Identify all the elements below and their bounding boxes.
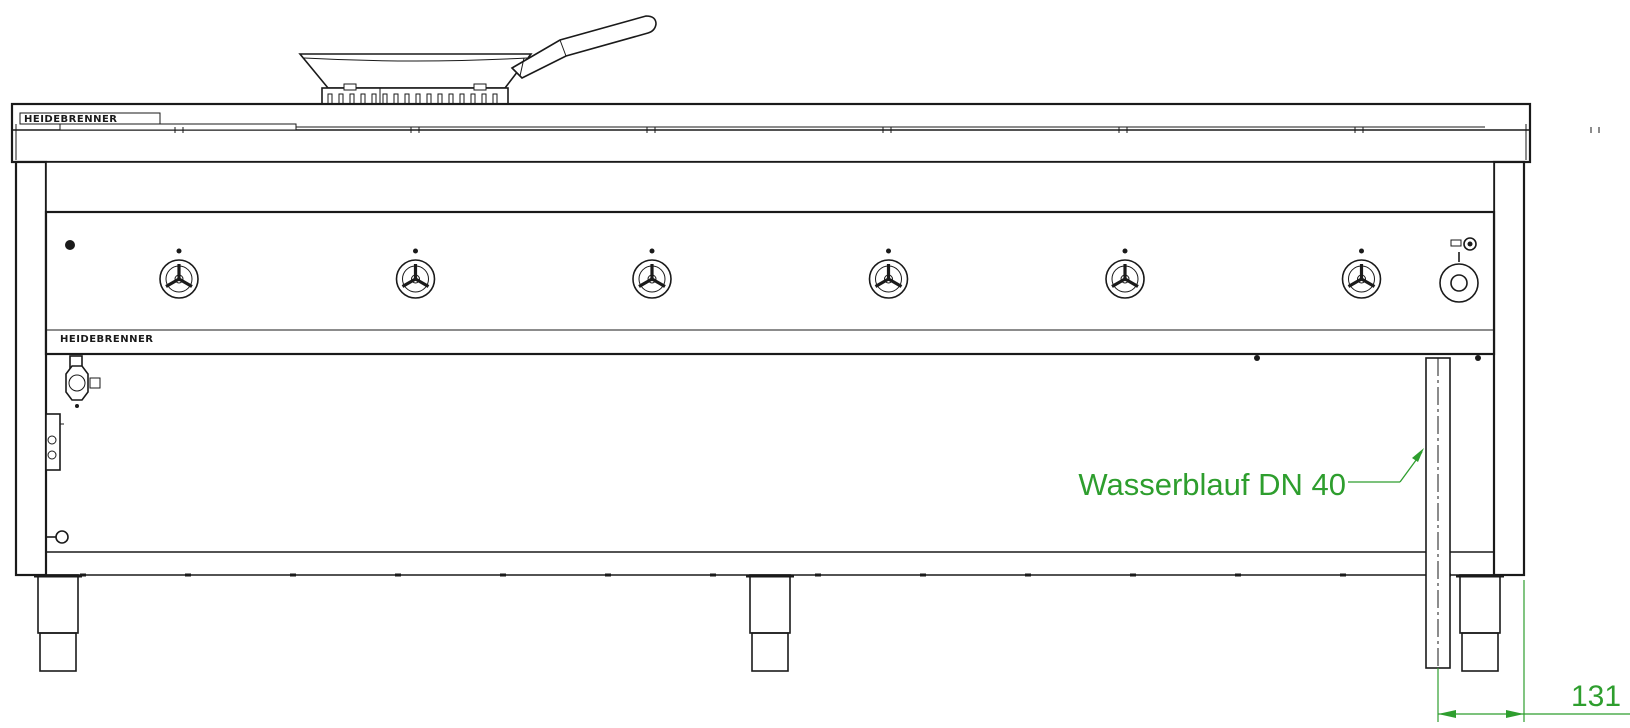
control-knob-icon (1341, 248, 1382, 299)
control-knob-icon (159, 248, 199, 299)
dimension-131: 131 (1437, 580, 1630, 722)
worktop: HEIDEBRENNER (10, 102, 1600, 164)
drain-pipe (1254, 355, 1481, 669)
brand-logo-panel: HEIDEBRENNER (60, 334, 153, 345)
leg (1456, 574, 1504, 672)
dimension-value: 131 (1571, 680, 1621, 713)
drain-tap-knob-icon (46, 530, 69, 544)
drain-annotation: Wasserblauf DN 40 (1078, 448, 1424, 502)
leg (34, 574, 82, 672)
frying-pan-icon (298, 15, 657, 89)
side-mounting-bracket (45, 413, 64, 471)
ignition-valve-knob-icon (1439, 237, 1479, 303)
control-knob-icon (1105, 248, 1145, 299)
control-knob-icon (868, 248, 909, 299)
brand-logo-top: HEIDEBRENNER (24, 114, 117, 125)
pilot-light-indicator (65, 240, 75, 250)
drain-label: Wasserblauf DN 40 (1078, 467, 1346, 502)
control-knob-icon (395, 248, 436, 299)
gas-inlet-connector-icon (65, 355, 101, 408)
control-knob-icon (632, 248, 672, 299)
leg (746, 574, 794, 672)
cabinet-body: HEIDEBRENNER (14, 160, 1526, 577)
